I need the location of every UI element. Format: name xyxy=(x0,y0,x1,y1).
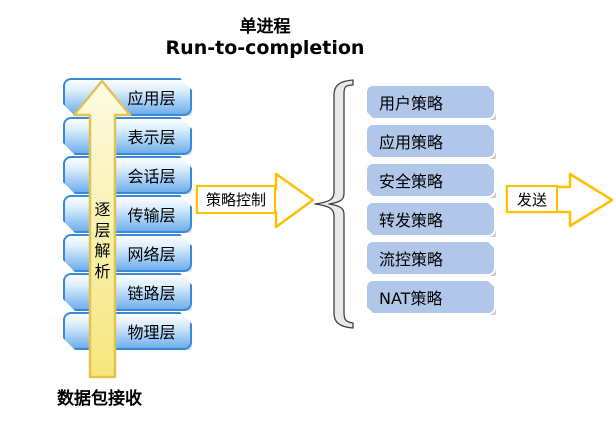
policy-box-user: 用户策略 xyxy=(365,84,496,120)
policy-label: 安全策略 xyxy=(379,172,444,191)
layer-label: 会话层 xyxy=(127,167,176,186)
layer-box-transport: 传输层 xyxy=(63,195,192,233)
upward-arrow-icon xyxy=(72,79,132,379)
layer-label: 网络层 xyxy=(127,245,176,264)
layer-box-link: 链路层 xyxy=(63,273,192,311)
title-line-en: Run-to-completion xyxy=(165,36,365,59)
layer-label: 链路层 xyxy=(127,284,176,303)
policy-box-application: 应用策略 xyxy=(365,123,496,159)
policy-label: 用户策略 xyxy=(379,94,444,113)
policy-control-text: 策略控制 xyxy=(205,191,266,209)
policy-box-nat: NAT策略 xyxy=(365,279,496,315)
layer-box-network: 网络层 xyxy=(63,234,192,272)
left-brace-icon xyxy=(314,79,354,329)
policy-stack: 用户策略 应用策略 安全策略 转发策略 流控策略 NAT策略 xyxy=(365,84,496,315)
send-label: 发送 xyxy=(506,185,558,213)
diagram-title: 单进程 Run-to-completion xyxy=(90,17,440,59)
layer-box-physical: 物理层 xyxy=(63,312,192,350)
layer-box-presentation: 表示层 xyxy=(63,117,192,155)
policy-control-label: 策略控制 xyxy=(196,185,276,214)
layer-box-session: 会话层 xyxy=(63,156,192,194)
osi-layer-stack: 应用层 表示层 会话层 传输层 网络层 链路层 物理层 xyxy=(63,78,192,350)
policy-box-security: 安全策略 xyxy=(365,162,496,198)
policy-box-flowcontrol: 流控策略 xyxy=(365,240,496,276)
layer-label: 表示层 xyxy=(127,128,176,147)
policy-label: 应用策略 xyxy=(379,133,444,152)
layer-label: 应用层 xyxy=(127,89,176,108)
layer-label: 传输层 xyxy=(127,206,176,225)
policy-label: 转发策略 xyxy=(379,211,444,230)
policy-label: NAT策略 xyxy=(379,289,443,308)
policy-label: 流控策略 xyxy=(379,250,444,269)
policy-box-forwarding: 转发策略 xyxy=(365,201,496,237)
layer-label: 物理层 xyxy=(127,323,176,342)
up-arrow-label: 逐层解析 xyxy=(94,200,111,281)
packet-receive-label: 数据包接收 xyxy=(57,389,142,409)
send-text: 发送 xyxy=(516,190,547,209)
title-line-cn: 单进程 xyxy=(239,17,291,37)
